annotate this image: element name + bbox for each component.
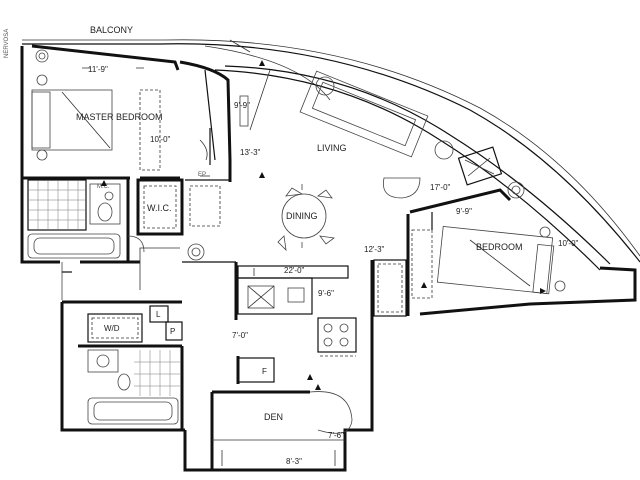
den-depth-dimension: 7'-6" [328, 431, 344, 440]
side-watermark: NERVOSA [4, 29, 10, 58]
den-label: DEN [264, 412, 283, 422]
linen-label: L [156, 310, 161, 319]
living-depth-dimension: 13'-3" [240, 148, 261, 157]
bedroom-width-dimension: 9'-9" [456, 207, 472, 216]
mc-label: M.C. [97, 184, 110, 190]
laundry-bath: W/D L P [62, 300, 184, 430]
master-bedroom: MASTER BEDROOM 11'-9" 10'-0" [22, 44, 232, 180]
living-label: LIVING [317, 143, 347, 153]
fridge-label: F [262, 367, 267, 376]
living-width-dimension: 9'-9" [234, 101, 250, 110]
den-width-dimension: 8'-3" [286, 457, 302, 466]
direction-arrows [101, 60, 546, 390]
bedroom-depth-dimension: 10'-0" [558, 239, 579, 248]
interior-walls [61, 139, 238, 320]
dining-area: DINING [277, 184, 336, 252]
balcony-outline [22, 39, 640, 263]
kitchen-depth-dimension: 9'-6" [318, 289, 334, 298]
master-bedroom-label: MASTER BEDROOM [76, 112, 163, 122]
den: DEN 7'-6" 8'-3" [210, 390, 353, 470]
kitchen: 22'-0" 9'-6" 7'-0" F [232, 265, 357, 384]
hall-width-dimension: 7'-0" [232, 331, 248, 340]
bedroom-to-dining-dimension: 12'-3" [364, 245, 385, 254]
kitchen-length-dimension: 22'-0" [284, 266, 305, 275]
ep-label: EP [198, 172, 206, 178]
washer-dryer-label: W/D [104, 324, 120, 333]
exterior-walls [20, 46, 637, 472]
living-area: LIVING 9'-9" 13'-3" 17'-0" [234, 69, 525, 199]
dining-label: DINING [286, 211, 318, 221]
pantry-label: P [170, 327, 175, 336]
bedroom-label: BEDROOM [476, 242, 523, 252]
master-width-dimension: 11'-9" [88, 65, 108, 74]
walk-in-closet: EP W.I.C. [136, 172, 230, 262]
ensuite-bath: M.C. [27, 178, 145, 262]
balcony-label: BALCONY [90, 25, 133, 35]
master-depth-dimension: 10'-0" [150, 135, 171, 144]
wic-label: W.I.C. [147, 203, 172, 213]
bedroom: BEDROOM 9'-9" 10'-0" 12'-3" [364, 188, 579, 317]
living-length-dimension: 17'-0" [430, 183, 451, 192]
